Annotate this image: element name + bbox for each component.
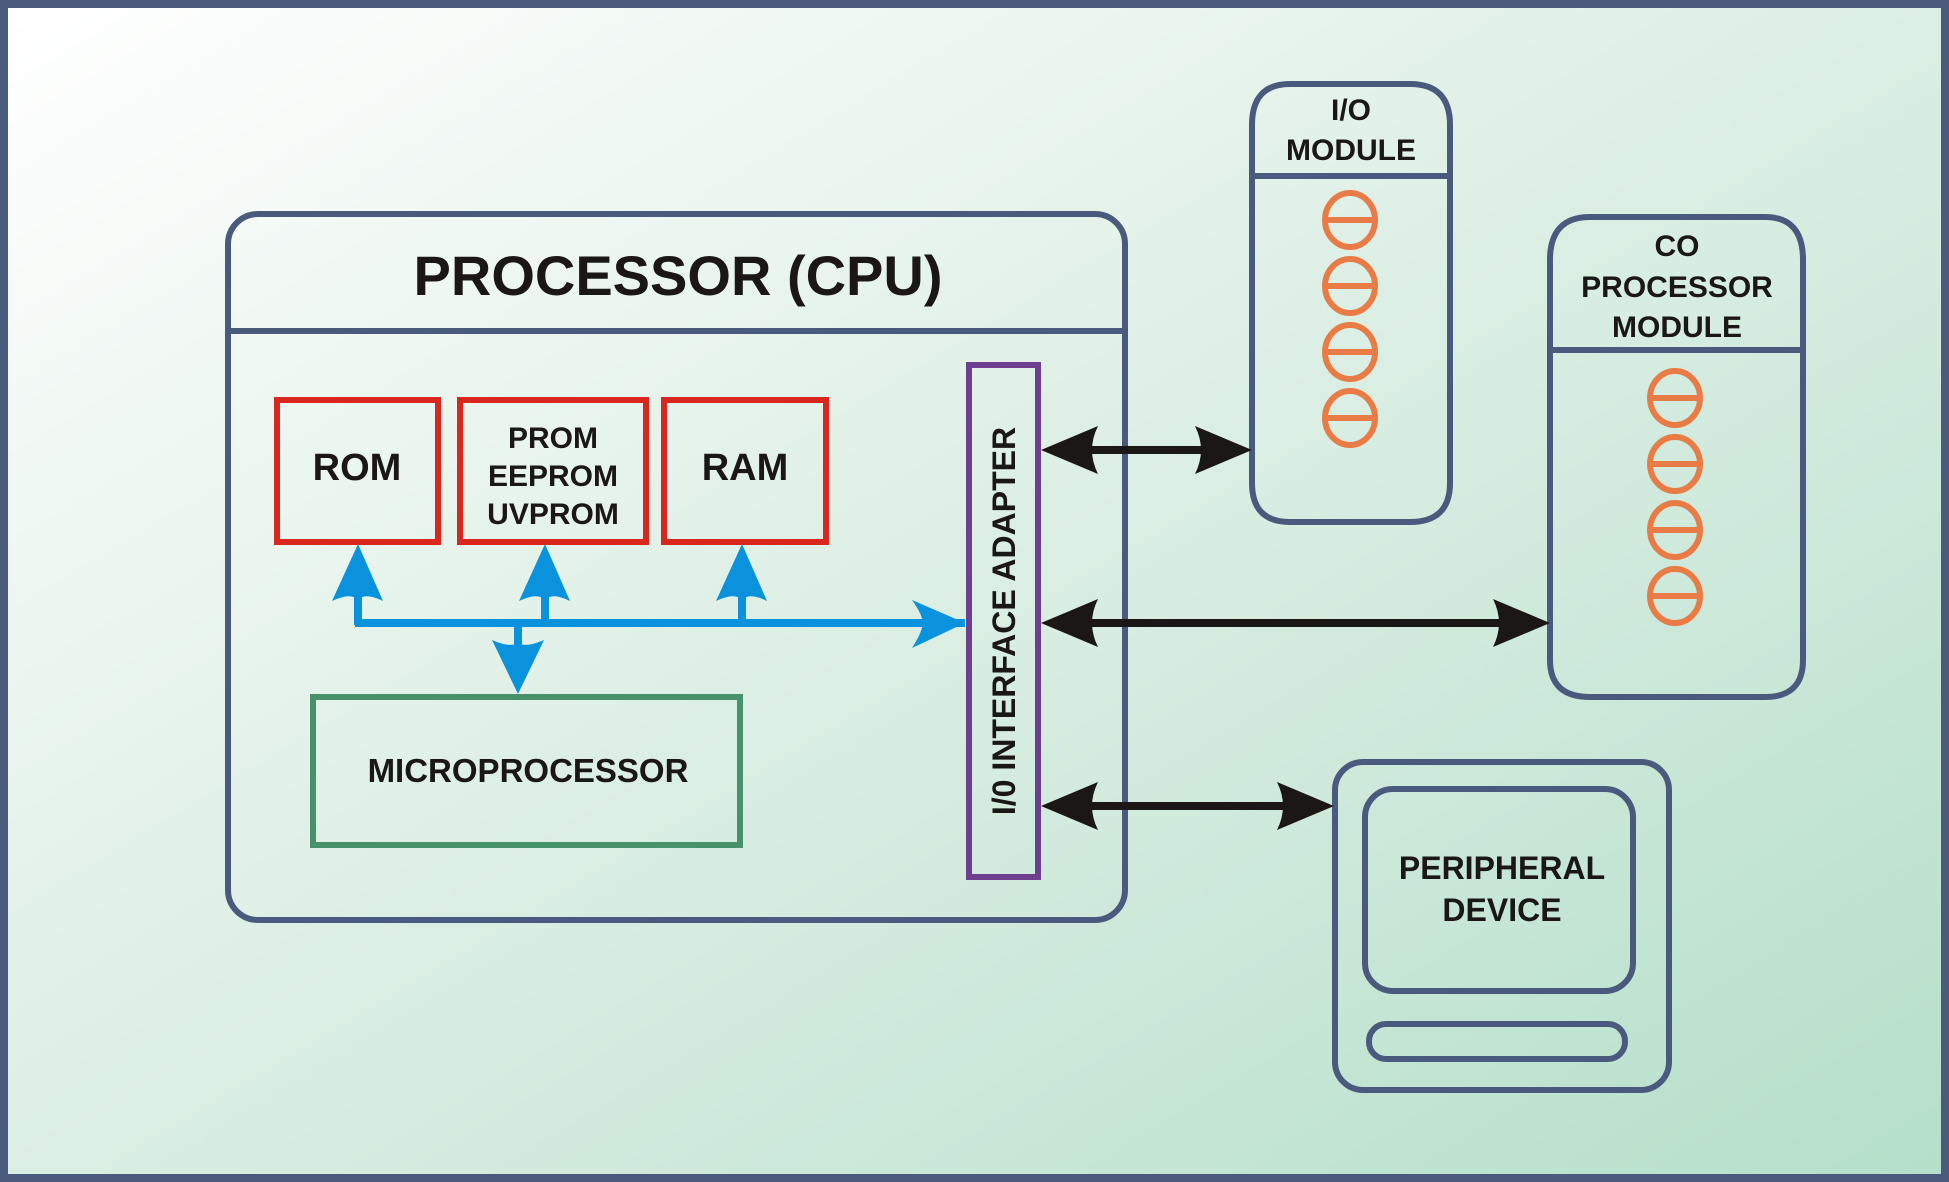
memory-block-prom[interactable]: PROM EEPROM UVPROM	[457, 397, 649, 545]
pin-icon	[1322, 256, 1378, 316]
arrowhead-right-icon	[1493, 599, 1550, 647]
coprocessor-title-line2: PROCESSOR	[1581, 271, 1773, 304]
processor-title: PROCESSOR (CPU)	[414, 244, 943, 307]
peripheral-outline	[1332, 759, 1672, 1093]
coprocessor-title-line1: CO	[1655, 230, 1700, 263]
bus-arrow-adapter	[912, 600, 965, 648]
microprocessor-outline	[310, 694, 743, 848]
pin-icon	[1322, 388, 1378, 448]
arrowhead-right-icon	[1195, 426, 1252, 474]
bus-arrow-rom	[332, 544, 383, 601]
coprocessor-title-line3: MODULE	[1612, 311, 1742, 344]
pin-icon	[1647, 500, 1703, 560]
link-adapter-io-module	[1041, 426, 1252, 474]
pin-icon	[1647, 434, 1703, 494]
bus-branch-microprocessor	[514, 625, 522, 645]
bus-branch-rom	[354, 595, 362, 625]
io-module-outline	[1249, 81, 1453, 525]
arrowhead-left-icon	[1041, 782, 1098, 830]
processor-box: PROCESSOR (CPU)	[225, 211, 1128, 923]
peripheral-screen	[1362, 786, 1636, 994]
ram-label: RAM	[702, 447, 789, 489]
memory-block-ram[interactable]: RAM	[661, 397, 829, 545]
internal-bus	[332, 544, 965, 694]
io-module-pins	[1322, 190, 1378, 448]
memory-block-rom[interactable]: ROM	[274, 397, 441, 545]
background	[8, 8, 1941, 1174]
peripheral-label-line2: DEVICE	[1442, 892, 1561, 928]
coprocessor-module-pins	[1647, 368, 1703, 626]
eeprom-label: EEPROM	[488, 460, 618, 493]
arrowhead-right-icon	[1277, 782, 1334, 830]
coprocessor-module-outline	[1547, 214, 1806, 700]
bus-arrow-ram	[716, 544, 767, 601]
processor-outline	[225, 211, 1128, 923]
pin-icon	[1647, 368, 1703, 428]
io-module[interactable]: I/O MODULE	[1249, 81, 1453, 525]
bus-line	[355, 619, 965, 627]
coprocessor-module[interactable]: CO PROCESSOR MODULE	[1547, 214, 1806, 700]
prom-label: PROM	[508, 422, 598, 455]
microprocessor-block[interactable]: MICROPROCESSOR	[310, 694, 743, 848]
peripheral-device[interactable]: PERIPHERAL DEVICE	[1332, 759, 1672, 1093]
uvprom-label: UVPROM	[487, 498, 619, 531]
bus-arrow-prom	[519, 544, 570, 601]
io-interface-adapter[interactable]: I/0 INTERFACE ADAPTER	[966, 362, 1041, 880]
adapter-outline	[966, 362, 1041, 880]
pin-icon	[1647, 566, 1703, 626]
pin-icon	[1322, 190, 1378, 250]
rom-outline	[274, 397, 441, 545]
arrowhead-left-icon	[1041, 599, 1098, 647]
ram-outline	[661, 397, 829, 545]
bus-arrow-microprocessor	[492, 640, 544, 694]
peripheral-label-line1: PERIPHERAL	[1399, 850, 1605, 886]
rom-label: ROM	[313, 447, 402, 489]
arrowhead-left-icon	[1041, 426, 1098, 474]
pin-icon	[1322, 322, 1378, 382]
peripheral-slot	[1366, 1021, 1628, 1062]
link-adapter-peripheral	[1041, 782, 1334, 830]
link-adapter-coprocessor	[1041, 599, 1550, 647]
io-module-title-line1: I/O	[1331, 94, 1371, 127]
microprocessor-label: MICROPROCESSOR	[368, 752, 689, 789]
adapter-label: I/0 INTERFACE ADAPTER	[986, 427, 1022, 815]
bus-branch-ram	[738, 595, 746, 625]
io-module-title-line2: MODULE	[1286, 134, 1416, 167]
external-links	[1041, 426, 1550, 830]
bus-branch-prom	[541, 595, 549, 625]
prom-outline	[457, 397, 649, 545]
